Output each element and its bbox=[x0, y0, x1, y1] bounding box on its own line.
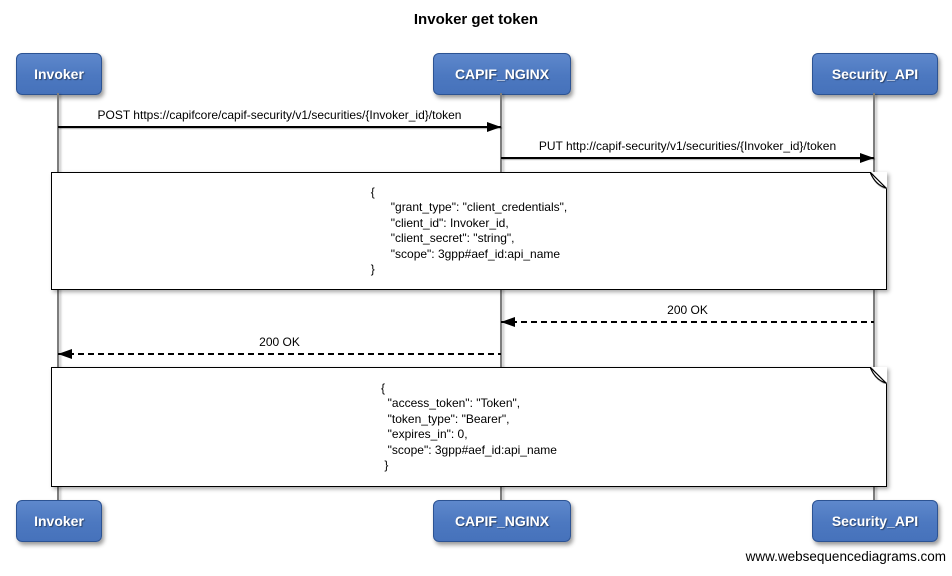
lifeline-capif-nginx bbox=[500, 93, 502, 502]
message-line-200ok-invoker bbox=[58, 353, 501, 355]
actor-capif-nginx-top: CAPIF_NGINX bbox=[433, 53, 571, 95]
note-response-body: { "access_token": "Token", "token_type":… bbox=[51, 367, 887, 487]
actor-security-api-top: Security_API bbox=[812, 53, 938, 95]
lifeline-security-api bbox=[873, 93, 875, 502]
message-label-200ok-invoker: 200 OK bbox=[259, 335, 300, 349]
actor-invoker-top: Invoker bbox=[16, 53, 102, 95]
message-label-put-token: PUT http://capif-security/v1/securities/… bbox=[538, 139, 837, 153]
message-line-put-token bbox=[501, 157, 874, 159]
note-request-body: { "grant_type": "client_credentials", "c… bbox=[51, 172, 887, 290]
footer-watermark: www.websequencediagrams.com bbox=[745, 549, 946, 564]
diagram-title: Invoker get token bbox=[413, 11, 539, 28]
actor-capif-nginx-bottom: CAPIF_NGINX bbox=[433, 500, 571, 542]
actor-invoker-bottom: Invoker bbox=[16, 500, 102, 542]
message-label-200ok-security: 200 OK bbox=[667, 303, 708, 317]
message-line-200ok-security bbox=[501, 321, 874, 323]
arrowhead-right-icon bbox=[860, 153, 874, 163]
actor-security-api-bottom: Security_API bbox=[812, 500, 938, 542]
arrowhead-left-icon bbox=[501, 317, 515, 327]
arrowhead-left-icon bbox=[58, 349, 72, 359]
note-text-request-body: { "grant_type": "client_credentials", "c… bbox=[370, 184, 568, 277]
message-line-post-token bbox=[58, 126, 501, 128]
folded-corner-icon bbox=[870, 172, 887, 189]
folded-corner-icon bbox=[870, 367, 887, 384]
note-text-response-body: { "access_token": "Token", "token_type":… bbox=[381, 380, 557, 473]
arrowhead-right-icon bbox=[487, 122, 501, 132]
message-label-post-token: POST https://capifcore/capif-security/v1… bbox=[97, 108, 462, 122]
lifeline-invoker bbox=[57, 93, 59, 502]
